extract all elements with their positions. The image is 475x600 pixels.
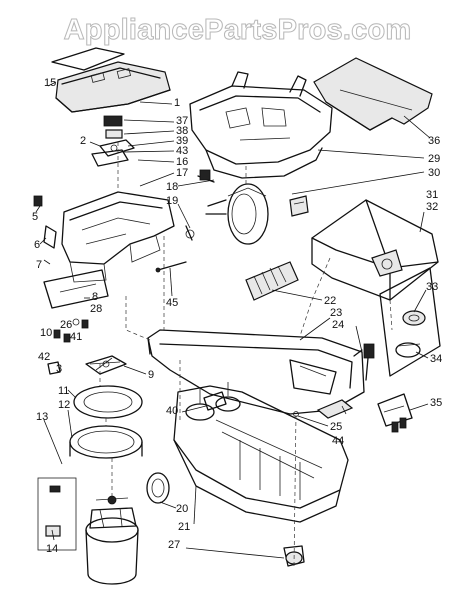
- callout-labels: 15 1 37 38 39 43 2 16 17 18 19 5 6 7 8 2…: [32, 77, 442, 555]
- callout-20: 20: [176, 503, 188, 515]
- callout-leaders: [35, 81, 431, 559]
- callout-9: 9: [148, 369, 154, 381]
- callout-33: 33: [426, 281, 438, 293]
- latch-parts: [293, 399, 354, 419]
- bag-door-cover-part: [313, 57, 433, 131]
- callout-17: 17: [176, 167, 188, 179]
- callout-13: 13: [36, 411, 48, 423]
- callout-27: 27: [168, 539, 180, 551]
- callout-14: 14: [46, 543, 58, 555]
- callout-38: 38: [176, 125, 188, 137]
- callout-28: 28: [90, 303, 102, 315]
- callout-11: 11: [58, 385, 69, 397]
- callout-35: 35: [430, 397, 442, 409]
- callout-5: 5: [32, 211, 38, 223]
- callout-39: 39: [176, 135, 188, 147]
- cord-connector-part: [353, 343, 375, 381]
- callout-31: 31: [426, 189, 438, 201]
- motor-frame-part: [61, 191, 175, 283]
- callout-41: 41: [70, 331, 82, 343]
- callout-40: 40: [166, 405, 178, 417]
- callout-24: 24: [332, 319, 344, 331]
- callout-34: 34: [430, 353, 442, 365]
- callout-26: 26: [60, 319, 72, 331]
- fan-impeller-parts: [47, 318, 127, 375]
- wheel-part: [146, 472, 170, 504]
- callout-22: 22: [324, 295, 336, 307]
- callout-19: 19: [166, 195, 178, 207]
- bag-holder-part: [379, 267, 441, 377]
- callout-7: 7: [36, 259, 42, 271]
- callout-12: 12: [58, 399, 70, 411]
- upper-housing-part: [189, 71, 333, 179]
- latch-clip-part: [289, 195, 309, 217]
- dust-bag-part: [311, 199, 439, 301]
- hose-connector-part: [203, 391, 227, 411]
- callout-36: 36: [428, 135, 440, 147]
- shaft-part: [155, 261, 187, 273]
- top-cover-part: [51, 47, 171, 113]
- callout-44: 44: [332, 435, 344, 447]
- callout-6: 6: [34, 239, 40, 251]
- callout-8: 8: [92, 291, 98, 303]
- chassis-body-part: [147, 329, 365, 415]
- callout-42: 42: [38, 351, 50, 363]
- callout-23: 23: [330, 307, 342, 319]
- callout-2: 2: [80, 135, 86, 147]
- callout-37: 37: [176, 115, 188, 127]
- callout-32: 32: [426, 201, 438, 213]
- callout-45: 45: [166, 297, 178, 309]
- callout-21: 21: [178, 521, 190, 533]
- lower-base-part: [173, 382, 349, 523]
- motor-ring-parts: [69, 385, 143, 459]
- callout-10: 10: [40, 327, 52, 339]
- callout-15: 15: [44, 77, 56, 89]
- callout-3: 3: [56, 363, 62, 375]
- switch-parts: [91, 115, 135, 167]
- callout-18: 18: [166, 181, 178, 193]
- callout-25: 25: [330, 421, 342, 433]
- callout-29: 29: [428, 153, 440, 165]
- filter-grill-part: [245, 261, 299, 301]
- assembly-guide-lines: [99, 140, 393, 567]
- callout-43: 43: [176, 145, 188, 157]
- callout-1: 1: [174, 97, 180, 109]
- callout-16: 16: [176, 156, 188, 168]
- cord-bracket-parts: [33, 195, 109, 309]
- callout-30: 30: [428, 167, 440, 179]
- switch-bracket-part: [377, 393, 413, 433]
- motor-assembly-part: [37, 477, 139, 585]
- watermark-text: AppliancePartsPros.com: [63, 14, 412, 47]
- cord-reel-part: [185, 169, 269, 245]
